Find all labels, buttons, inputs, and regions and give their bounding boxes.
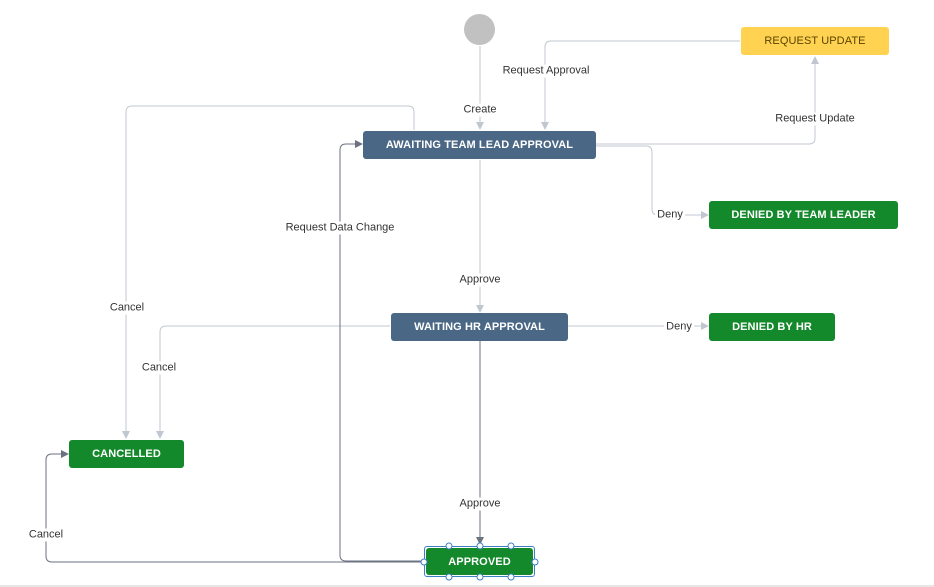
state-waiting-hr-approval[interactable]: WAITING HR APPROVAL bbox=[391, 313, 568, 341]
transition-label-cancel-from-approved[interactable]: Cancel bbox=[26, 528, 66, 542]
edge-deny-team-lead[interactable] bbox=[596, 145, 709, 219]
state-label: CANCELLED bbox=[92, 448, 161, 460]
edge-request-data-change[interactable] bbox=[339, 140, 425, 562]
connection-handle[interactable] bbox=[476, 573, 484, 581]
state-label: AWAITING TEAM LEAD APPROVAL bbox=[385, 139, 574, 151]
edge-request-approval[interactable] bbox=[541, 40, 740, 130]
state-label: DENIED BY HR bbox=[732, 321, 812, 333]
state-label: WAITING HR APPROVAL bbox=[414, 321, 545, 333]
transition-label-request-data-change[interactable]: Request Data Change bbox=[283, 221, 397, 235]
connection-handle[interactable] bbox=[531, 558, 539, 566]
state-label: APPROVED bbox=[448, 555, 511, 568]
state-request-update[interactable]: REQUEST UPDATE bbox=[741, 27, 889, 55]
canvas-bottom-border bbox=[0, 585, 934, 587]
connection-handle[interactable] bbox=[507, 573, 515, 581]
state-approved[interactable]: APPROVED bbox=[426, 548, 533, 575]
state-cancelled[interactable]: CANCELLED bbox=[69, 440, 184, 468]
edge-cancel-from-hr[interactable] bbox=[156, 325, 390, 439]
transition-label-approve-team-lead[interactable]: Approve bbox=[457, 273, 503, 287]
state-denied-by-team-leader[interactable]: DENIED BY TEAM LEADER bbox=[709, 201, 898, 229]
connection-handle[interactable] bbox=[445, 573, 453, 581]
transition-label-cancel-from-hr[interactable]: Cancel bbox=[139, 361, 179, 375]
transition-label-deny-hr[interactable]: Deny bbox=[664, 320, 694, 334]
edge-request-update[interactable] bbox=[596, 56, 819, 145]
edge-cancel-from-approved[interactable] bbox=[45, 450, 425, 563]
connection-handle[interactable] bbox=[507, 542, 515, 550]
transition-label-create[interactable]: Create bbox=[461, 103, 499, 117]
connection-handle[interactable] bbox=[445, 542, 453, 550]
edge-cancel-from-team-lead[interactable] bbox=[122, 105, 415, 439]
transition-label-cancel-from-team-lead[interactable]: Cancel bbox=[107, 301, 147, 315]
state-denied-by-hr[interactable]: DENIED BY HR bbox=[709, 313, 835, 341]
state-awaiting-team-lead-approval[interactable]: AWAITING TEAM LEAD APPROVAL bbox=[363, 131, 596, 159]
transition-label-deny-team-lead[interactable]: Deny bbox=[655, 208, 685, 222]
transition-label-request-approval[interactable]: Request Approval bbox=[500, 64, 592, 78]
state-label: REQUEST UPDATE bbox=[764, 35, 866, 47]
start-node[interactable] bbox=[464, 14, 495, 45]
transition-label-request-update[interactable]: Request Update bbox=[773, 112, 857, 126]
connection-handle[interactable] bbox=[420, 558, 428, 566]
state-label: DENIED BY TEAM LEADER bbox=[731, 209, 876, 221]
connection-handle[interactable] bbox=[476, 542, 484, 550]
transition-label-approve-hr[interactable]: Approve bbox=[457, 497, 503, 511]
